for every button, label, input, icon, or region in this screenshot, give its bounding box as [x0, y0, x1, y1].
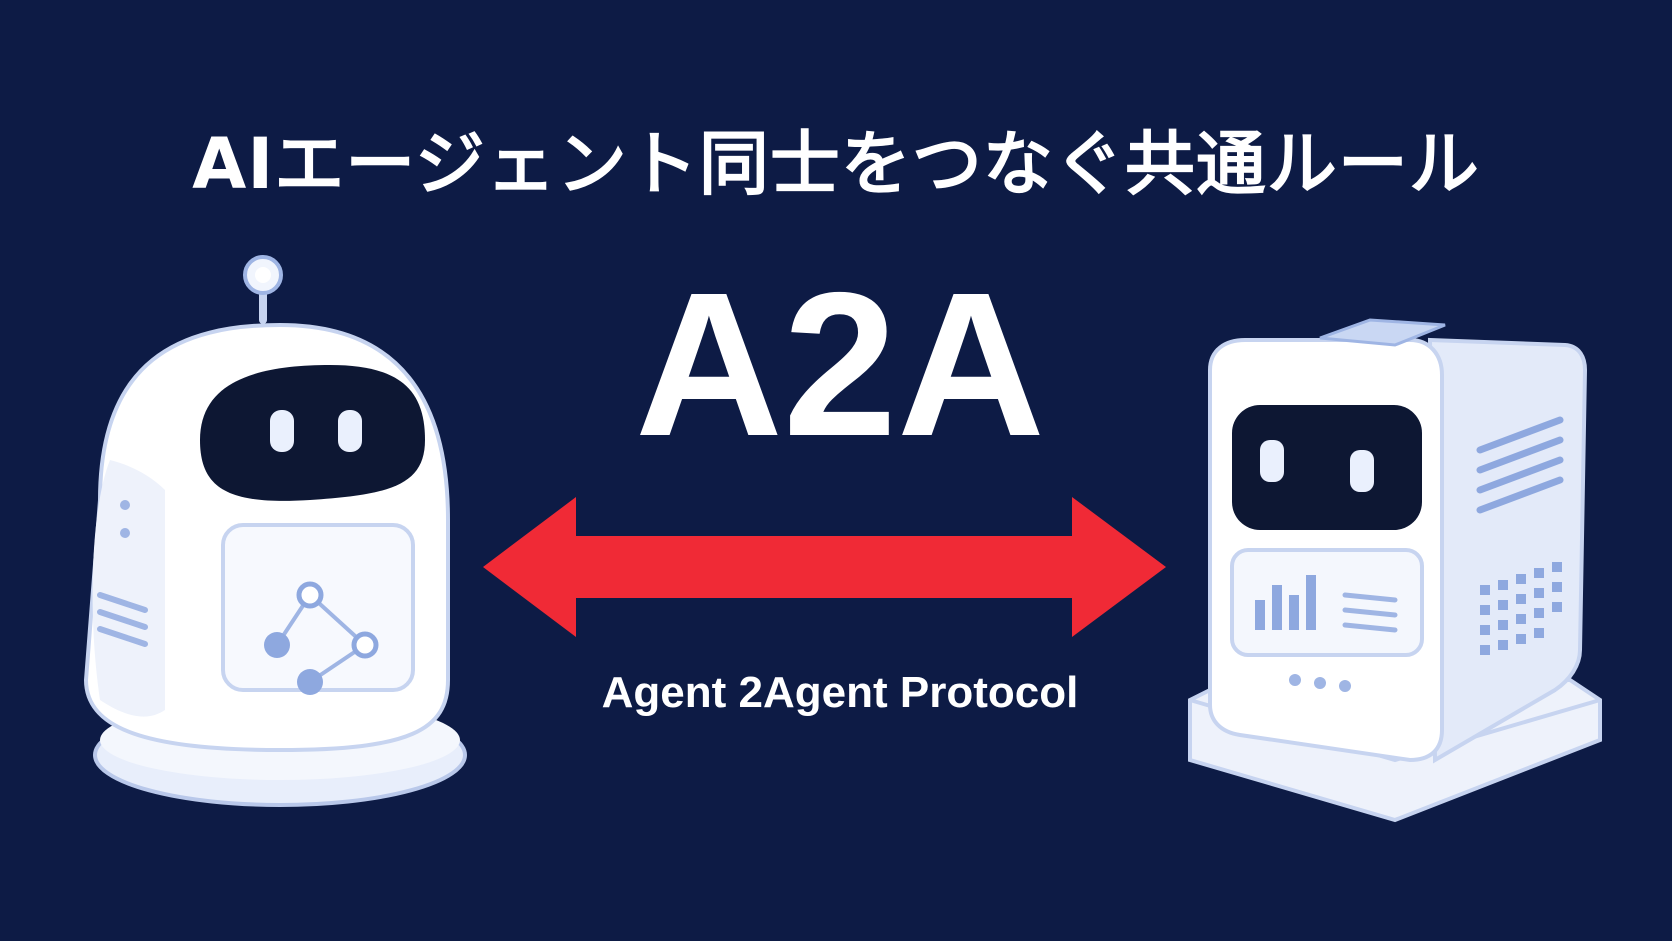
page-title: AIエージェント同士をつなぐ共通ルール [192, 123, 1480, 205]
arrow-shape [483, 497, 1166, 637]
server-robot-icon [1188, 318, 1602, 823]
round-robot-icon [83, 255, 467, 807]
a2a-headline: A2A [634, 250, 1046, 479]
protocol-subtitle: Agent 2Agent Protocol [601, 668, 1079, 717]
